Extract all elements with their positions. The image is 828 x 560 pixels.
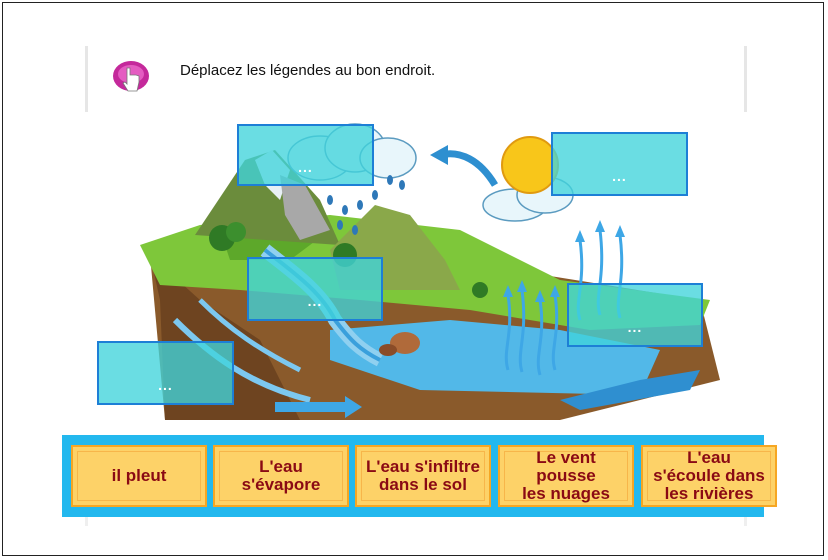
drop-zone-mountain-slope[interactable]: ...	[247, 257, 383, 321]
label-text: Le vent pousse les nuages	[522, 448, 610, 503]
rain-drops	[327, 175, 405, 235]
label-text: L'eau s'écoule dans les rivières	[653, 448, 765, 503]
label-eau-infiltre[interactable]: L'eau s'infiltre dans le sol	[355, 445, 491, 507]
drop-zone-placeholder: ...	[158, 377, 173, 393]
drop-zone-rain-cloud[interactable]: ...	[237, 124, 374, 186]
sun	[501, 136, 559, 194]
label-il-pleut[interactable]: il pleut	[71, 445, 207, 507]
label-text: L'eau s'évapore	[241, 457, 321, 494]
drop-zone-evaporation[interactable]: ...	[567, 283, 703, 347]
drop-zone-sun-cloud[interactable]: ...	[551, 132, 688, 196]
label-tray: il pleut L'eau s'évapore L'eau s'infiltr…	[62, 435, 777, 517]
label-text: L'eau s'infiltre dans le sol	[366, 457, 480, 494]
instruction-text: Déplacez les légendes au bon endroit.	[180, 62, 436, 79]
wind-arrow	[439, 150, 499, 187]
label-eau-ecoule[interactable]: L'eau s'écoule dans les rivières	[641, 445, 777, 507]
drop-zone-placeholder: ...	[627, 319, 643, 335]
panel-edge-right	[744, 46, 747, 112]
label-eau-evapore[interactable]: L'eau s'évapore	[213, 445, 349, 507]
drop-zone-placeholder: ...	[307, 293, 323, 309]
underground-arrow	[275, 396, 362, 418]
hand-pointer-icon	[112, 58, 150, 94]
drop-zone-placeholder: ...	[612, 168, 627, 184]
drop-zone-underground[interactable]: ...	[97, 341, 234, 405]
label-text: il pleut	[111, 466, 167, 485]
panel-edge-left	[85, 46, 88, 112]
label-vent-pousse[interactable]: Le vent pousse les nuages	[498, 445, 634, 507]
drop-zone-placeholder: ...	[298, 159, 313, 175]
